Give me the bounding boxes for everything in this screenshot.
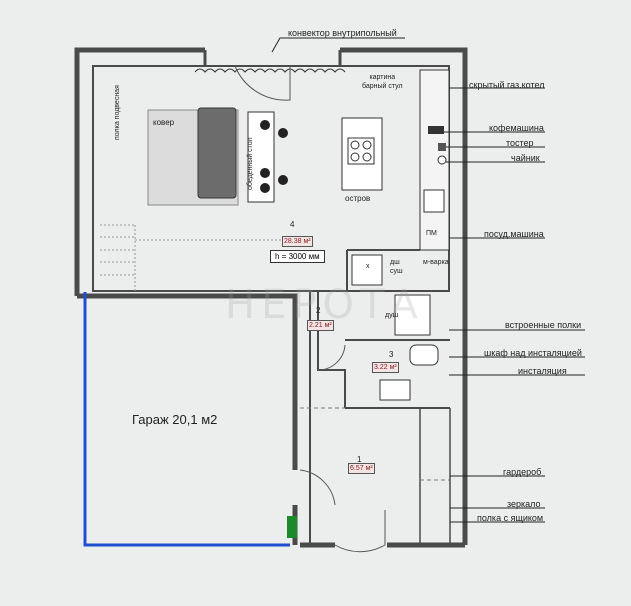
coffee-machine-icon	[428, 126, 444, 134]
label-hanging-shelf: полка подвесная	[114, 85, 121, 140]
label-coffee-machine: кофемашина	[489, 123, 544, 133]
bath-sink	[379, 379, 411, 401]
label-shower-dryer: дш суш	[390, 259, 403, 275]
ceiling-height: h = 3000 мм	[270, 250, 325, 263]
hob	[347, 137, 375, 165]
walls	[74, 47, 468, 548]
label-shelf-with-drawer: полка с ящиком	[477, 513, 544, 523]
label-shower: душ	[385, 312, 399, 319]
room-2-area: 2.21 м²	[307, 320, 334, 331]
dashed-lines	[300, 407, 450, 481]
room-1-area: 6.57 м²	[348, 463, 375, 474]
room-3-number: 3	[389, 350, 394, 359]
label-dishwasher: посуд.машина	[484, 229, 544, 239]
label-wardrobe: гардероб	[503, 467, 542, 477]
label-kettle: чайник	[511, 153, 540, 163]
washer-box	[351, 254, 383, 286]
leader-lines	[271, 37, 585, 523]
label-cabinet-over-installation: шкаф над инсталяцией	[484, 348, 582, 358]
room-4-area: 28.38 м²	[282, 236, 313, 247]
door-arc-front	[334, 510, 386, 553]
label-hidden-boiler: скрытый газ.котел	[469, 80, 545, 90]
door-arc-bath	[317, 344, 346, 371]
room-2-number: 2	[316, 306, 321, 315]
sink	[423, 189, 445, 213]
room-4-number: 4	[290, 220, 295, 229]
label-microwave: м-варка	[423, 259, 449, 266]
label-carpet: ковер	[153, 118, 175, 127]
door-arc-living	[234, 65, 291, 101]
garage-label: Гараж 20,1 м2	[132, 412, 218, 427]
label-convector: конвектор внутрипольный	[288, 28, 397, 38]
toaster-icon	[438, 143, 446, 151]
sofa	[197, 107, 237, 199]
label-installation: инсталяция	[518, 366, 567, 376]
garage-outline	[83, 292, 290, 547]
room-1-number: 1	[357, 455, 362, 464]
door-handle	[287, 516, 297, 538]
label-pm: ПМ	[426, 230, 437, 237]
label-wm: х	[366, 263, 370, 270]
label-mirror: зеркало	[507, 499, 541, 509]
convector-waves	[194, 68, 346, 73]
toilet	[409, 344, 439, 366]
label-island: остров	[345, 194, 371, 203]
door-arc-entry	[299, 469, 336, 506]
shower-area	[394, 294, 431, 336]
kettle-icon	[437, 155, 447, 165]
label-picture-bar-stool: картина барный стул	[362, 74, 403, 90]
label-dining-table: обеденный стол	[247, 137, 254, 190]
chairs	[260, 120, 288, 193]
label-toaster: тостер	[506, 138, 534, 148]
room-3-area: 3.22 м²	[372, 362, 399, 373]
stairs	[100, 224, 300, 291]
label-built-in-shelves: встроенные полки	[505, 320, 582, 330]
